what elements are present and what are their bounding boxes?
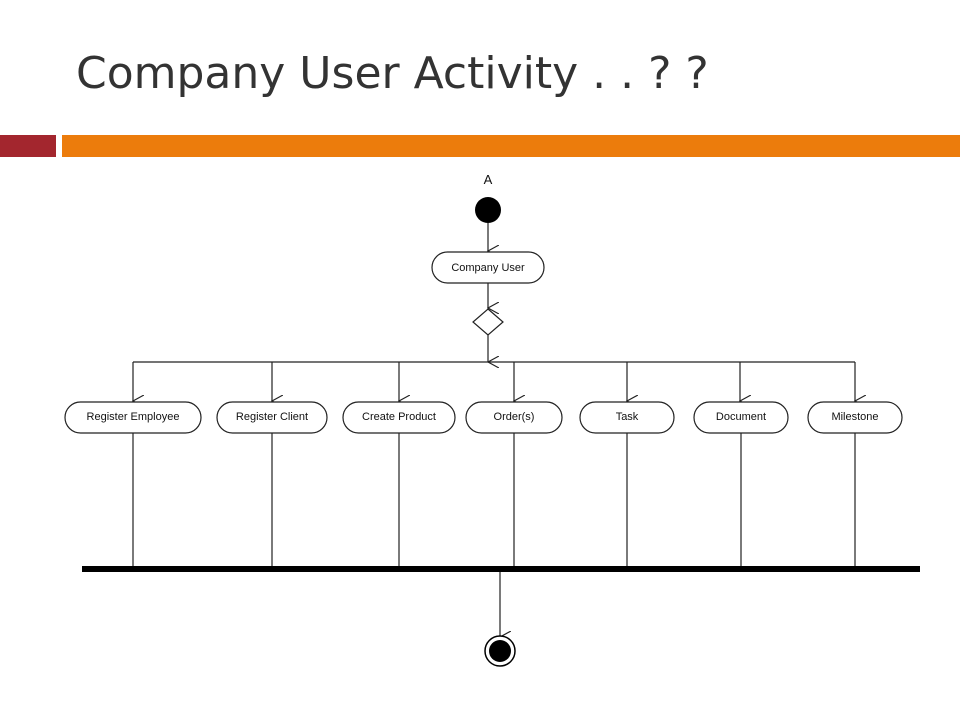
entry-label: A <box>484 172 493 187</box>
activity-label: Document <box>716 411 766 423</box>
activity-register-employee: Register Employee <box>64 401 202 434</box>
activity-milestone: Milestone <box>807 401 903 434</box>
join-bar <box>82 566 920 572</box>
activity-company-user: Company User <box>431 251 545 284</box>
activity-label: Milestone <box>831 411 878 423</box>
activity-company-user-label: Company User <box>451 262 525 274</box>
activity-label: Register Employee <box>87 411 180 423</box>
activity-document: Document <box>693 401 789 434</box>
slide-title: Company User Activity . . ? ? <box>76 48 709 99</box>
final-node <box>484 635 516 667</box>
activity-task: Task <box>579 401 675 434</box>
accent-bar-red <box>0 135 56 157</box>
activity-label: Create Product <box>362 411 436 423</box>
decision-node <box>472 308 504 336</box>
accent-bar-orange <box>62 135 960 157</box>
activity-label: Register Client <box>236 411 308 423</box>
activity-orders: Order(s) <box>465 401 563 434</box>
activity-register-client: Register Client <box>216 401 328 434</box>
initial-node <box>475 197 501 223</box>
activity-label: Order(s) <box>494 411 535 423</box>
activity-create-product: Create Product <box>342 401 456 434</box>
activity-label: Task <box>616 411 639 423</box>
